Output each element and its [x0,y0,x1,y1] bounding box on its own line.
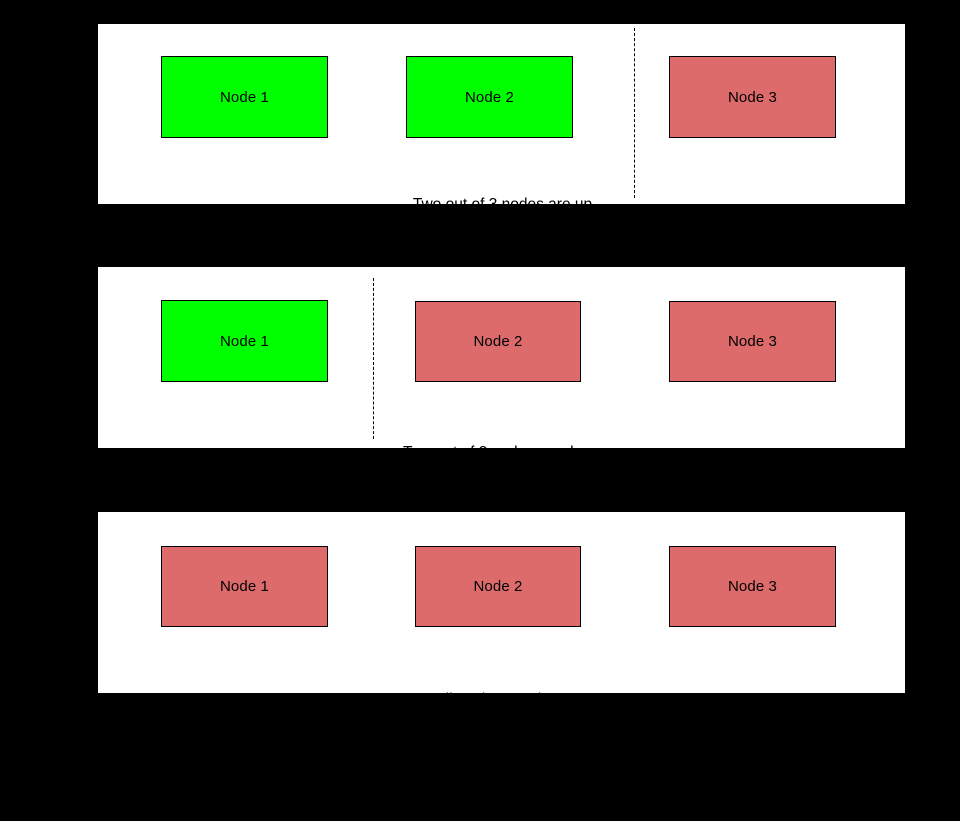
node-label: Node 1 [220,88,269,106]
node-box-3: Node 3 [669,546,836,627]
panel-all-down: Node 1 Node 2 Node 3 All Nodes are down … [97,511,906,774]
panel-caption: All Nodes are down Majority Fails & Clus… [98,645,907,821]
node-label: Node 1 [220,332,269,350]
caption-line-2: Majority Fails & Cluster Stops [400,757,605,774]
node-box-3: Node 3 [669,301,836,382]
node-box-1: Node 1 [161,300,328,382]
panel-two-down: Node 1 Node 2 Node 3 Two out of 3 nodes … [97,266,906,527]
node-label: Node 2 [465,88,514,106]
caption-line-1: All Nodes are down [435,691,570,708]
node-label: Node 3 [728,88,777,106]
node-label: Node 2 [473,578,523,595]
node-box-2: Node 2 [415,546,581,627]
node-box-3: Node 3 [669,56,836,138]
node-label: Node 3 [728,578,777,595]
node-box-2: Node 2 [406,56,573,138]
node-label: Node 1 [220,578,269,595]
caption-line-1: Two out of 3 nodes are up [412,196,593,213]
panel-two-up: Node 1 Node 2 Node 3 Two out of 3 nodes … [97,23,906,279]
cluster-quorum-diagram: Node 1 Node 2 Node 3 Two out of 3 nodes … [97,23,906,774]
node-label: Node 3 [728,333,777,350]
node-label: Node 2 [473,333,523,350]
quorum-divider [373,278,374,439]
node-box-2: Node 2 [415,301,581,382]
node-box-1: Node 1 [161,56,328,138]
quorum-divider [634,28,635,198]
caption-line-1: Two out of 3 nodes are down [402,444,603,461]
node-box-1: Node 1 [161,546,328,627]
